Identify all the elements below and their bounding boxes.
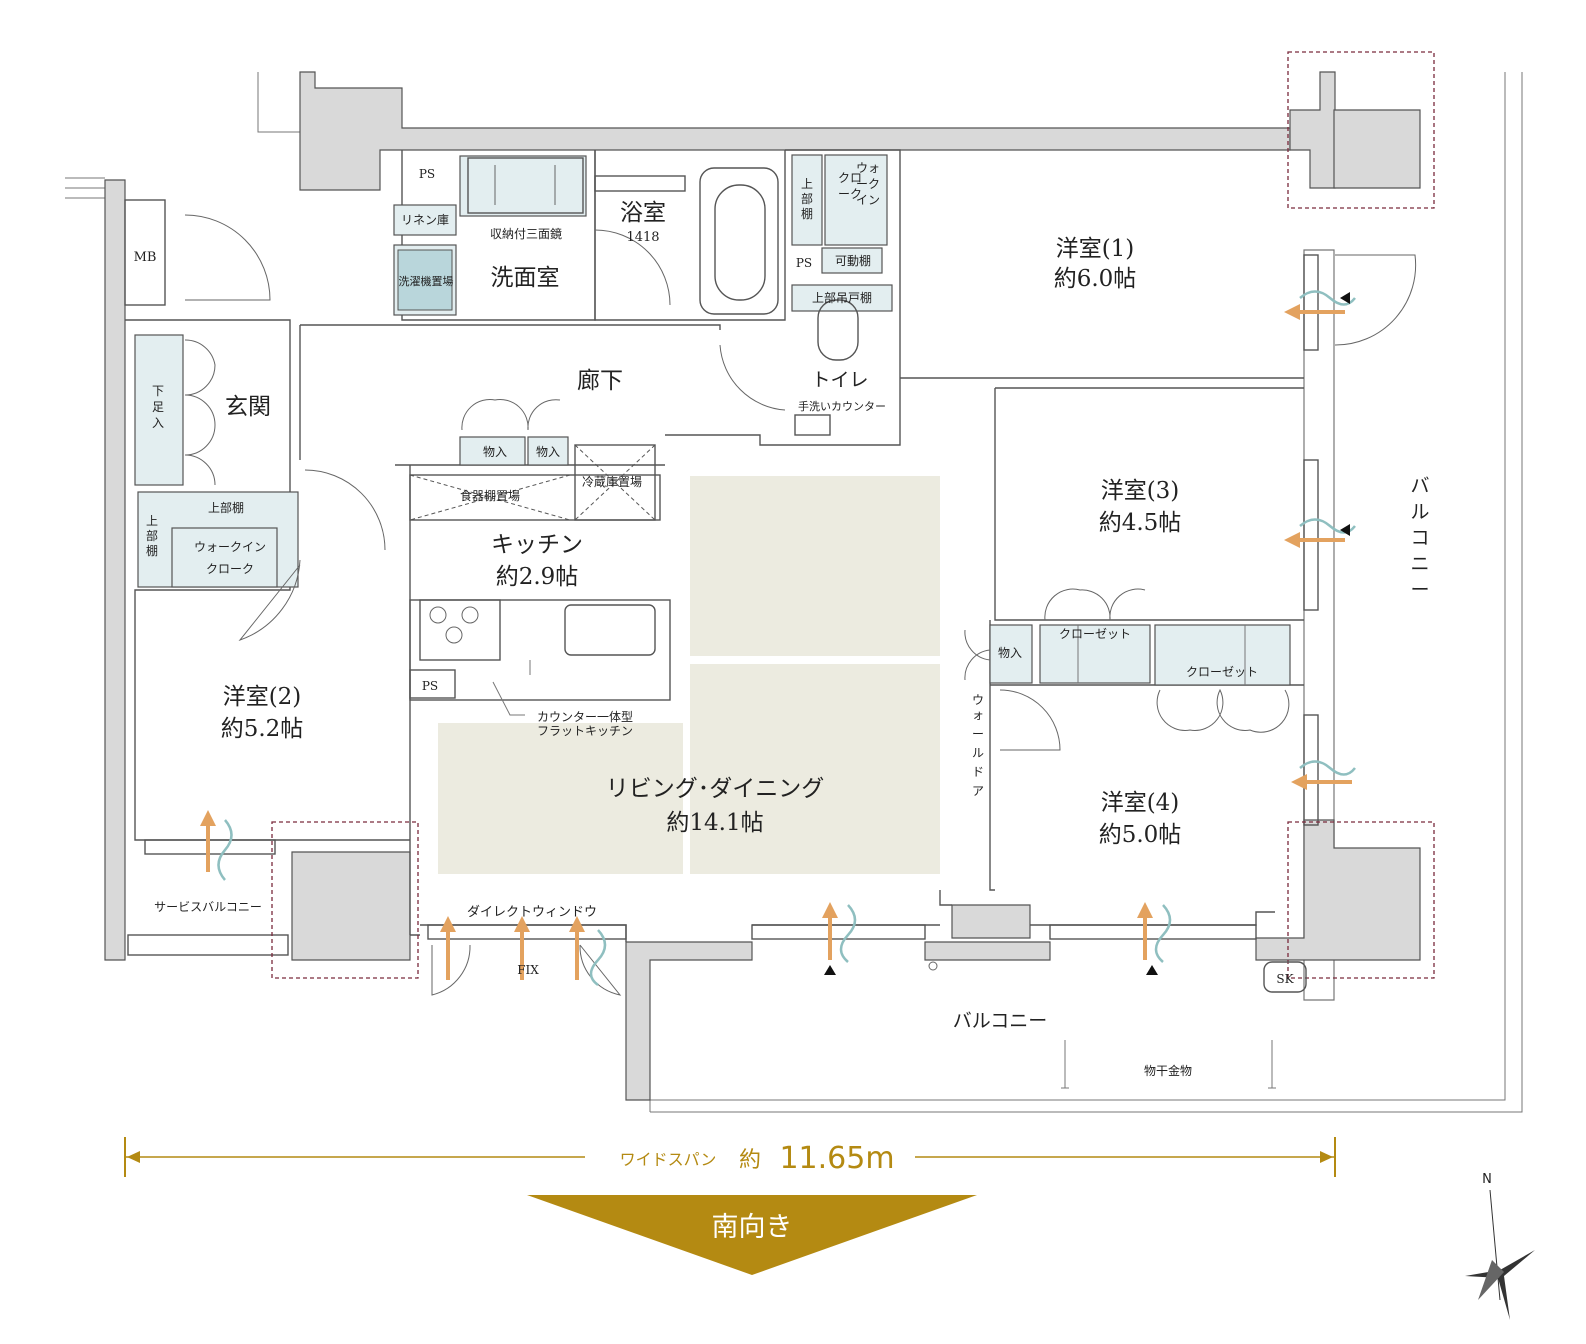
ps-label-toilet: PS <box>796 256 812 270</box>
interior-walls <box>124 149 1304 942</box>
span-approx: 約 <box>739 1148 761 1173</box>
sk-label: SK <box>1276 972 1294 986</box>
room-bedroom4-name: 洋室(4) <box>1101 790 1180 816</box>
upper-shelf-v3b: 棚 <box>146 543 158 558</box>
room-living-name: リビング･ダイニング <box>606 776 825 802</box>
dish-cabinet-label: 食器棚置場 <box>460 488 520 503</box>
walkin-upper-2: ーク <box>856 177 880 191</box>
room-kitchen-size: 約2.9帖 <box>496 564 579 590</box>
wall-door-1: ウ <box>972 693 984 707</box>
storage-label-3: 物入 <box>998 646 1022 660</box>
compass-icon: N <box>1465 1172 1535 1320</box>
upper-shelf-label: 上部棚 <box>208 500 244 515</box>
balcony-v5: ー <box>1410 579 1429 601</box>
upper-shelf-v2: 部 <box>801 191 813 206</box>
room-washroom: 洗面室 <box>491 265 560 291</box>
fixture-labels: MB PS PS PS リネン庫 洗濯機置場 収納付三面鏡 ウォ ーク イン ク… <box>134 161 1430 1078</box>
ventilation-arrows <box>200 290 1356 987</box>
structural-walls <box>104 71 1421 1101</box>
room-bedroom1-name: 洋室(1) <box>1056 236 1135 262</box>
shoe-box-2: 足 <box>152 400 164 414</box>
shoe-box-1: 下 <box>152 384 164 398</box>
room-toilet: トイレ <box>811 369 868 391</box>
compass-n-label: N <box>1482 1172 1492 1187</box>
balcony-v2: ル <box>1410 501 1429 523</box>
windows <box>127 254 1319 956</box>
wide-span-dimension: ワイドスパン 約 11.65m <box>124 1137 1336 1177</box>
room-bedroom3-name: 洋室(3) <box>1101 478 1180 504</box>
washer-label: 洗濯機置場 <box>399 274 454 288</box>
walkin-lower-2: クローク <box>206 562 254 576</box>
balcony-v4: ニ <box>1410 553 1429 575</box>
fix-label: FIX <box>517 963 539 977</box>
upper-cabinet-label: 上部吊戸棚 <box>812 290 872 305</box>
walkin-upper-5: ーク <box>838 187 862 201</box>
balcony-fixtures <box>1061 961 1307 1089</box>
hand-wash-label: 手洗いカウンター <box>798 399 886 413</box>
wall-door-3: ー <box>972 727 984 741</box>
span-label: ワイドスパン <box>620 1150 717 1169</box>
counter-kitchen-2: フラットキッチン <box>537 724 633 738</box>
upper-shelf-v1: 上 <box>801 177 813 191</box>
column-markers <box>271 51 1435 979</box>
walkin-upper-1: ウォ <box>856 161 880 175</box>
living-floor-rugs <box>438 476 940 874</box>
ps-label-wash: PS <box>419 167 435 181</box>
balcony-v3: コ <box>1410 527 1429 549</box>
room-kitchen-name: キッチン <box>491 532 583 558</box>
orientation-label: 南向き <box>712 1212 793 1243</box>
walkin-lower-1: ウォークイン <box>194 540 266 554</box>
direct-window-label: ダイレクトウィンドウ <box>467 905 597 920</box>
mb-label: MB <box>134 250 157 265</box>
storage-label-1: 物入 <box>483 445 507 459</box>
storage-blocks <box>134 154 1291 686</box>
counter-kitchen-1: カウンター一体型 <box>537 710 633 724</box>
upper-shelf-v1b: 上 <box>146 514 158 528</box>
room-bedroom1-size: 約6.0帖 <box>1054 266 1137 292</box>
wet-area-fixtures <box>467 157 859 436</box>
span-value: 11.65m <box>779 1141 894 1176</box>
movable-shelf-label: 可動棚 <box>835 253 871 268</box>
balcony-rails <box>65 72 1523 1113</box>
room-bedroom2-name: 洋室(2) <box>223 684 302 710</box>
kitchen-fixtures <box>409 444 671 716</box>
wall-door-2: ォ <box>972 708 984 722</box>
upper-shelf-v3: 棚 <box>801 206 813 221</box>
wall-door-6: ア <box>972 784 984 798</box>
room-bedroom2-size: 約5.2帖 <box>221 716 304 742</box>
drying-rack-label: 物干金物 <box>1144 1063 1192 1078</box>
service-balcony-label: サービスバルコニー <box>154 900 262 914</box>
room-bath-size: 1418 <box>626 230 659 245</box>
room-bedroom4-size: 約5.0帖 <box>1099 822 1182 848</box>
room-bath-name: 浴室 <box>620 200 666 226</box>
linen-label: リネン庫 <box>401 213 449 227</box>
orientation-banner: 南向き <box>527 1195 977 1275</box>
room-bedroom3-size: 約4.5帖 <box>1099 510 1182 536</box>
walkin-upper-3: イン <box>856 193 880 207</box>
room-labels: 洋室(1) 約6.0帖 洋室(3) 約4.5帖 洋室(4) 約5.0帖 洋室(2… <box>221 200 1182 848</box>
shoe-box-3: 入 <box>152 416 164 430</box>
storage-label-2: 物入 <box>536 445 560 459</box>
wall-door-5: ド <box>972 765 984 779</box>
fridge-label: 冷蔵庫置場 <box>582 475 642 489</box>
walkin-upper-4: クロ <box>838 171 862 185</box>
mirror-label: 収納付三面鏡 <box>490 226 562 241</box>
balcony-v1: バ <box>1410 475 1429 497</box>
closet-label-2: クローゼット <box>1186 665 1258 679</box>
upper-shelf-v2b: 部 <box>146 528 158 543</box>
balcony-label: バルコニー <box>953 1010 1048 1032</box>
room-living-size: 約14.1帖 <box>666 810 763 836</box>
room-entrance: 玄関 <box>225 394 271 420</box>
ps-label-kitchen: PS <box>422 679 438 693</box>
room-corridor: 廊下 <box>577 368 623 394</box>
closet-label-1: クローゼット <box>1059 627 1131 641</box>
wall-door-4: ル <box>972 746 984 760</box>
